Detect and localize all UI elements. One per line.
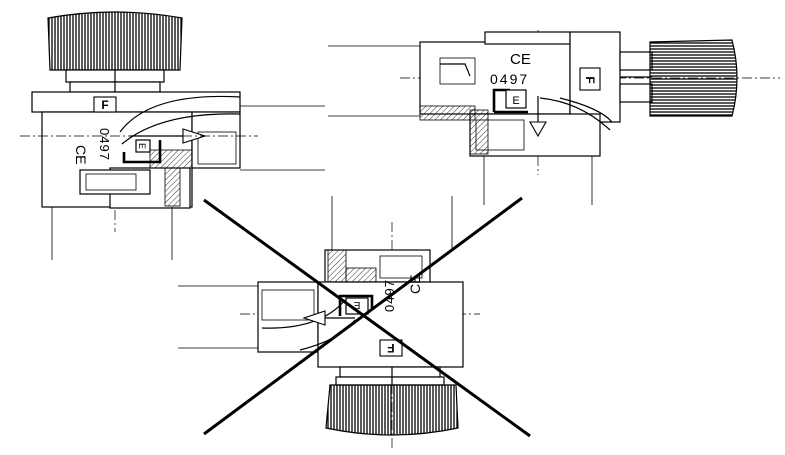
manufacturer-logo-icon: F [379, 339, 403, 357]
svg-text:E: E [353, 299, 360, 310]
knurled-knob-icon [47, 11, 183, 71]
cross-out-mark-icon [203, 196, 531, 438]
svg-text:F: F [387, 341, 394, 355]
svg-text:E: E [137, 143, 147, 149]
ce-mark-left: CE [73, 145, 89, 164]
svg-text:F: F [101, 98, 108, 112]
cert-number-left: 0497 [97, 128, 112, 161]
valve-right-horizontal: E CE 0497 F [328, 30, 780, 205]
valve-left-vertical: E F CE 0497 [20, 11, 325, 260]
flow-arrow-icon [302, 310, 355, 326]
manufacturer-logo-icon: F [93, 96, 117, 113]
valve-bottom-inverted: E 0497 CE F [178, 196, 480, 450]
knurled-knob-icon [325, 384, 459, 436]
svg-text:F: F [583, 76, 597, 83]
flow-arrow-icon [529, 96, 547, 138]
manufacturer-logo-icon: F [579, 67, 601, 91]
ce-mark-right: CE [510, 51, 531, 68]
cert-number-right: 0497 [490, 71, 529, 87]
knurled-knob-icon [649, 39, 738, 117]
svg-text:E: E [512, 95, 519, 107]
